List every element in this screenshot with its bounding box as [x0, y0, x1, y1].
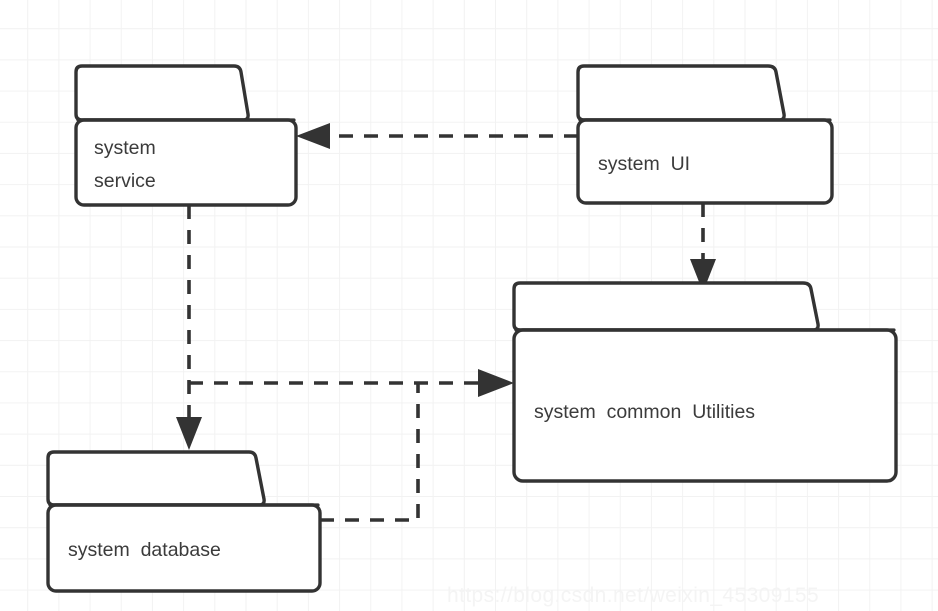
arrowhead-left — [296, 123, 330, 149]
package-label-line1: system — [94, 137, 156, 159]
package-system-service[interactable]: system service — [74, 64, 298, 207]
package-tab — [46, 450, 266, 507]
package-label: system common Utilities — [534, 401, 755, 423]
arrowhead-down — [690, 259, 716, 292]
arrowhead-down — [176, 417, 202, 450]
arrowhead-right — [478, 369, 514, 397]
watermark-text: https://blog.csdn.net/weixin_45309155 — [447, 584, 820, 607]
dependency-line — [320, 383, 420, 522]
package-body — [74, 118, 298, 207]
package-label-line2: service — [94, 170, 156, 192]
package-system-ui[interactable]: system UI — [576, 64, 834, 205]
package-label: system UI — [598, 153, 690, 175]
package-tab — [576, 64, 786, 122]
dependency-ui-to-service[interactable] — [296, 123, 578, 149]
dependency-ui-to-utilities[interactable] — [690, 203, 716, 292]
package-tab — [512, 281, 820, 332]
dependency-database-to-utilities[interactable] — [320, 383, 420, 522]
package-system-common-utilities[interactable]: system common Utilities — [512, 281, 898, 483]
package-label: system database — [68, 539, 221, 561]
dependency-service-to-utilities[interactable] — [189, 369, 514, 397]
package-system-database[interactable]: system database — [46, 450, 322, 593]
dependency-service-to-database[interactable] — [176, 205, 202, 450]
package-tab — [74, 64, 250, 122]
